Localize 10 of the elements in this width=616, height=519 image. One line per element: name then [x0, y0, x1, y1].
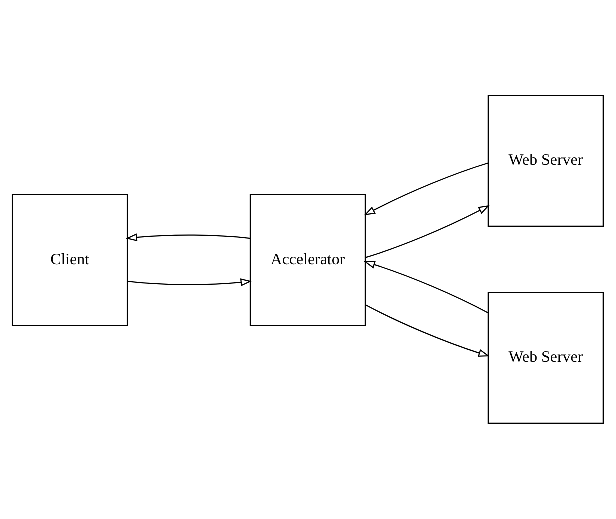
arrow: [128, 278, 252, 287]
arrow: [364, 162, 489, 216]
node-box: Client: [12, 194, 128, 326]
arrow: [126, 234, 251, 242]
node-box: Accelerator: [250, 194, 366, 326]
arrow: [365, 205, 490, 258]
node-box: Web Server: [488, 292, 604, 424]
arrow: [364, 261, 489, 314]
arrow: [365, 304, 490, 357]
node-box: Web Server: [488, 94, 604, 228]
